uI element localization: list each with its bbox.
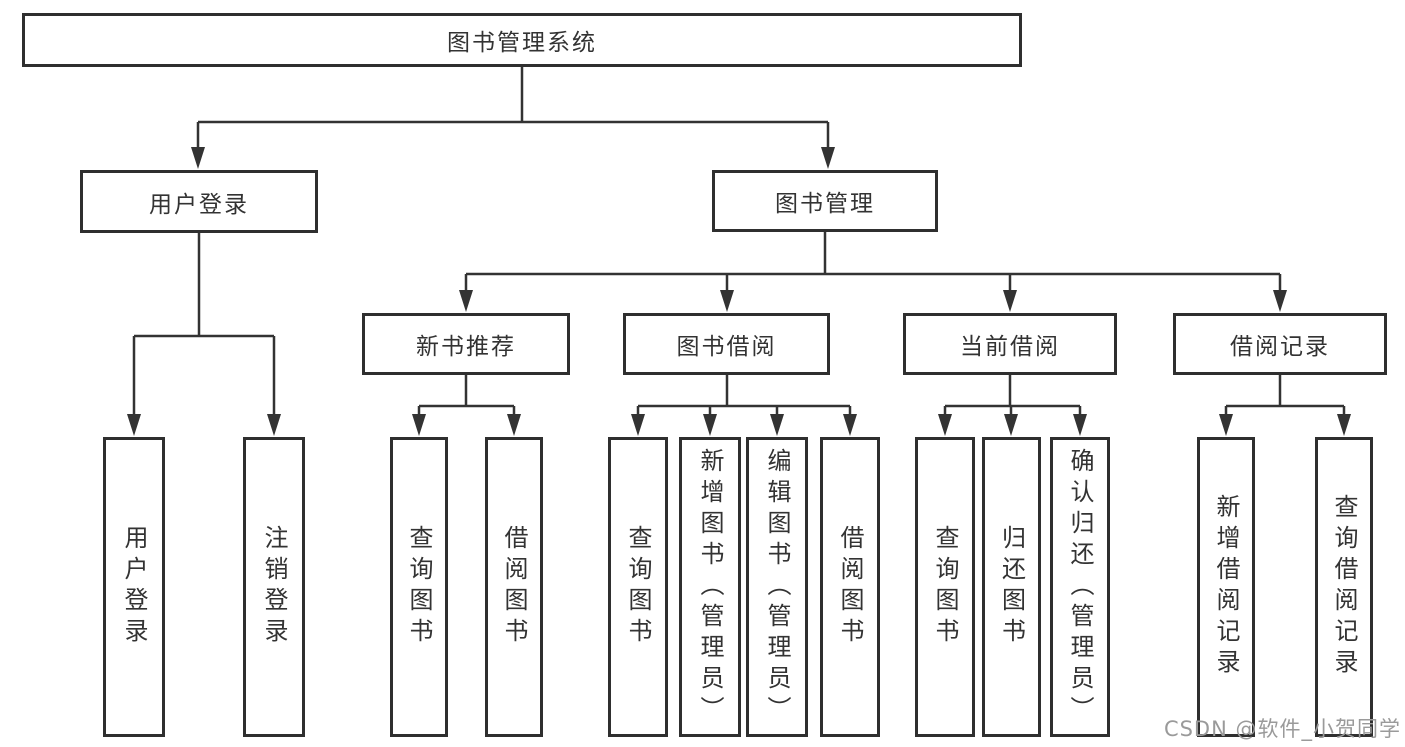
leaf-return-books: 归还图书: [982, 437, 1041, 737]
node-label: 查询借阅记录: [1330, 494, 1358, 680]
node-label: 当前借阅: [960, 334, 1060, 360]
node-label: 注销登录: [260, 525, 288, 649]
node-label: 图书管理系统: [447, 30, 597, 56]
node-label: 归还图书: [997, 525, 1026, 649]
node-user-login: 用户登录: [80, 170, 318, 233]
leaf-add-borrow-record: 新增借阅记录: [1197, 437, 1255, 737]
leaf-query-borrow-record: 查询借阅记录: [1315, 437, 1373, 737]
csdn-watermark: CSDN @软件_小贺同学: [1163, 717, 1401, 741]
node-label: 借阅图书: [500, 525, 528, 649]
node-label: 用户登录: [149, 191, 249, 218]
node-label: 借阅记录: [1230, 334, 1330, 360]
node-library-management-system: 图书管理系统: [22, 13, 1022, 67]
node-book-management: 图书管理: [712, 170, 938, 232]
node-label: 用户登录: [120, 525, 148, 649]
leaf-user-login: 用户登录: [103, 437, 165, 737]
leaf-borrow-query-books: 查询图书: [608, 437, 668, 737]
node-label: 查询图书: [624, 525, 652, 649]
node-label: 编辑图书（管理员）: [763, 447, 791, 727]
node-new-book-recommend: 新书推荐: [362, 313, 570, 375]
node-label: 图书管理: [775, 191, 875, 217]
leaf-current-query-books: 查询图书: [915, 437, 975, 737]
node-label: 借阅图书: [836, 525, 864, 649]
node-label: 新增借阅记录: [1212, 494, 1240, 680]
node-label: 查询图书: [931, 525, 959, 649]
leaf-add-books-admin: 新增图书（管理员）: [679, 437, 741, 737]
leaf-rec-query-books: 查询图书: [390, 437, 448, 737]
leaf-borrow-books: 借阅图书: [820, 437, 880, 737]
node-label: 新增图书（管理员）: [696, 447, 724, 727]
node-borrowing-records: 借阅记录: [1173, 313, 1387, 375]
leaf-confirm-return-admin: 确认归还（管理员）: [1050, 437, 1110, 737]
node-label: 确认归还（管理员）: [1066, 447, 1094, 727]
leaf-rec-borrow-books: 借阅图书: [485, 437, 543, 737]
leaf-logout: 注销登录: [243, 437, 305, 737]
node-label: 新书推荐: [416, 334, 516, 360]
node-book-borrowing: 图书借阅: [623, 313, 830, 375]
node-label: 图书借阅: [676, 334, 777, 360]
connector-path: [132, 67, 1346, 416]
leaf-edit-books-admin: 编辑图书（管理员）: [746, 437, 808, 737]
node-label: 查询图书: [405, 525, 433, 649]
node-current-borrowing: 当前借阅: [903, 313, 1117, 375]
